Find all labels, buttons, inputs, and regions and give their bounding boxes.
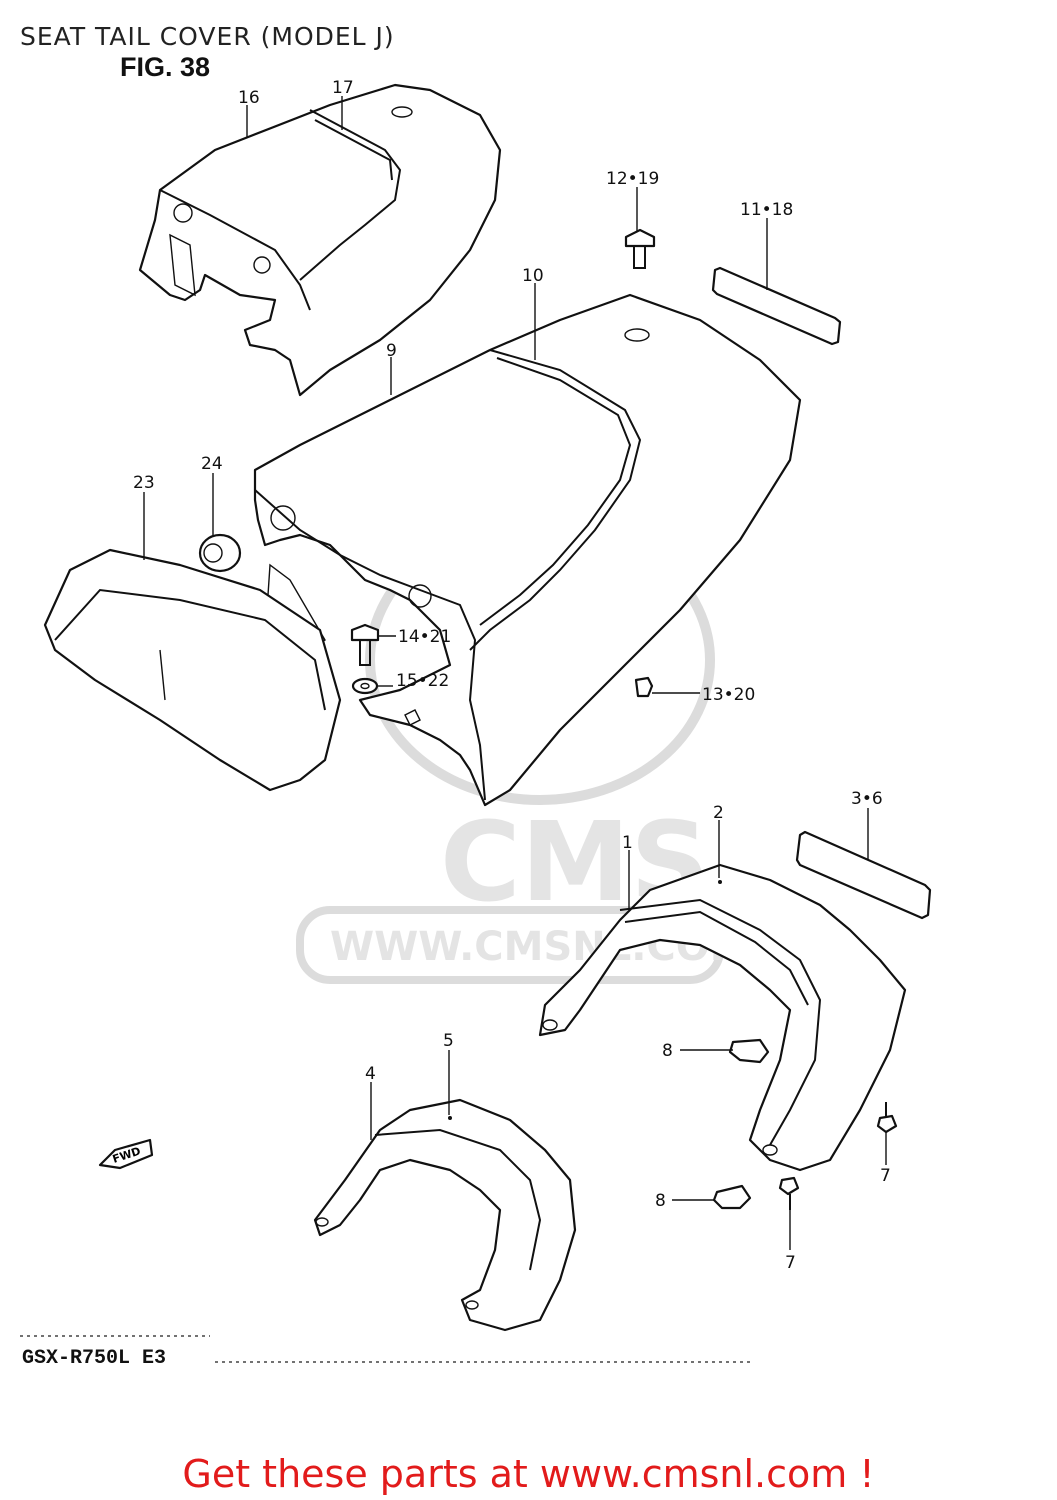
diagram-title: SEAT TAIL COVER (MODEL J) [20, 22, 395, 51]
label-2: 2 [713, 803, 724, 823]
label-17: 17 [332, 78, 354, 98]
part-11-emblem-sticker[interactable] [711, 266, 842, 346]
label-11-18: 11•18 [740, 200, 793, 220]
figure-number: FIG. 38 [120, 52, 211, 82]
part-7-screw-upper[interactable] [876, 1102, 898, 1134]
part-24-grommet[interactable] [198, 533, 242, 573]
label-3-6: 3•6 [851, 789, 883, 809]
fwd-arrow-icon: FWD [98, 1138, 154, 1170]
leader-lines [143, 96, 887, 1250]
label-4: 4 [365, 1064, 376, 1084]
border-dashes [20, 1335, 750, 1363]
part-9-seat-tail-cover[interactable] [253, 293, 802, 807]
parts-diagram: CMS WWW.CMSNL.COM [20, 78, 932, 1363]
part-8-clip-lower[interactable] [712, 1184, 752, 1210]
part-7-screw-lower[interactable] [778, 1176, 800, 1210]
model-code: GSX-R750L E3 [22, 1347, 167, 1370]
label-23: 23 [133, 473, 155, 493]
part-1-lower-tail-cover[interactable] [538, 863, 907, 1172]
label-9: 9 [386, 341, 397, 361]
label-14-21: 14•21 [398, 627, 451, 647]
label-8-upper: 8 [662, 1041, 673, 1061]
part-4-lower-tail-cover[interactable] [313, 1098, 577, 1332]
part-16-upper-seat-cover[interactable] [138, 83, 502, 397]
label-15-22: 15•22 [396, 671, 449, 691]
footer-cta[interactable]: Get these parts at www.cmsnl.com ! [182, 1452, 875, 1496]
label-24: 24 [201, 454, 223, 474]
part-12-bolt[interactable] [624, 228, 656, 269]
part-23-taillight[interactable] [43, 548, 342, 792]
label-16: 16 [238, 88, 260, 108]
part-15-washer[interactable] [351, 677, 379, 695]
label-7-upper: 7 [880, 1166, 891, 1186]
part-14-bolt[interactable] [350, 623, 380, 666]
part-13-screw[interactable] [634, 676, 654, 698]
label-7-lower: 7 [785, 1253, 796, 1273]
label-1: 1 [622, 833, 633, 853]
label-5: 5 [443, 1031, 454, 1051]
label-8-lower: 8 [655, 1191, 666, 1211]
label-10: 10 [522, 266, 544, 286]
part-labels: 16 17 12•19 11•18 10 9 24 23 14•21 15•22… [133, 78, 891, 1273]
part-8-clip-upper[interactable] [728, 1038, 770, 1064]
label-13-20: 13•20 [702, 685, 755, 705]
label-12-19: 12•19 [606, 169, 659, 189]
part-3-emblem-sticker[interactable] [795, 830, 932, 920]
